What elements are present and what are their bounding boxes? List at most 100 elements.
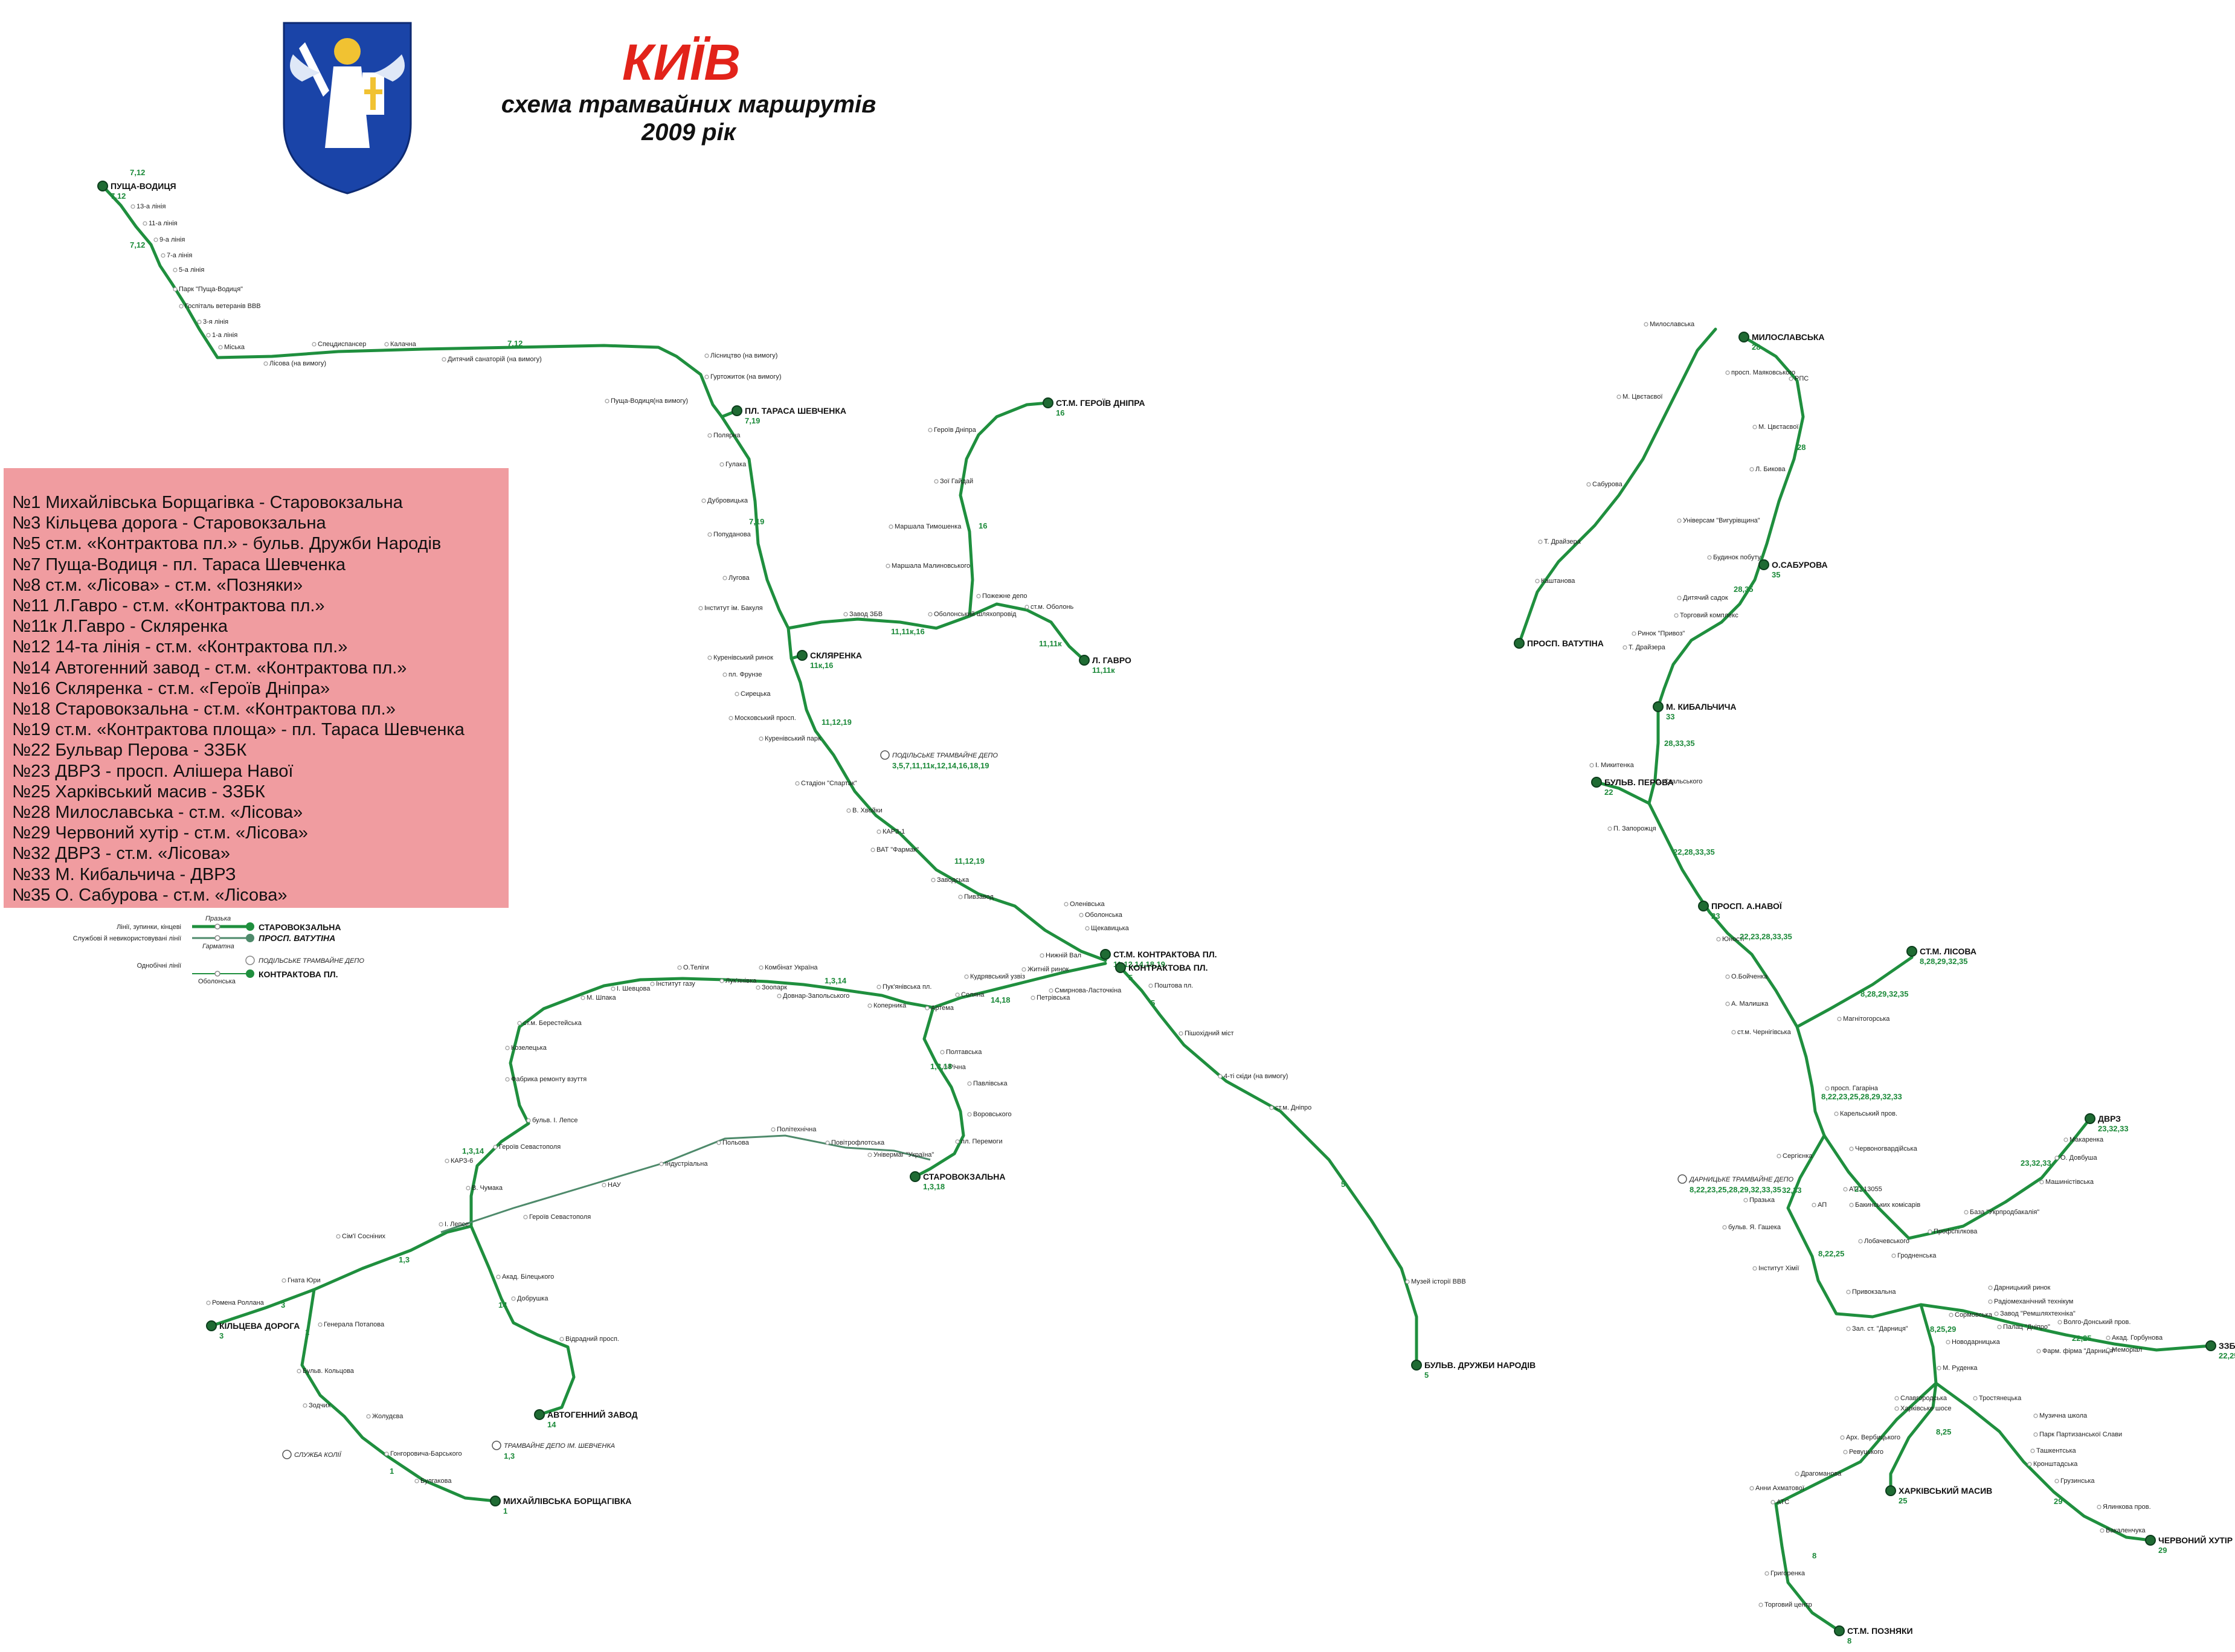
stop-marker — [940, 1050, 945, 1055]
stop-marker — [1789, 376, 1793, 381]
stop-marker — [1946, 1340, 1950, 1345]
stop-marker — [867, 1152, 872, 1157]
terminus-routes: 11,12,14,18,19 — [1113, 960, 1165, 969]
stop-label: Григоренка — [1770, 1570, 1806, 1577]
stop-marker — [1677, 596, 1682, 600]
stop-marker — [1752, 1266, 1757, 1271]
line-lisova — [1795, 956, 1914, 1029]
stop-label: НАУ — [608, 1181, 622, 1189]
stop-label: АП — [1818, 1201, 1827, 1209]
stop-marker — [943, 1065, 948, 1070]
route-item: №16 Скляренка - ст.м. «Героїв Дніпра» — [12, 678, 330, 698]
stop-label: Завод ЗБВ — [849, 611, 883, 618]
stop-marker — [1218, 1074, 1223, 1079]
stop-marker — [1834, 1111, 1839, 1116]
stop-marker — [559, 1337, 564, 1342]
route-item: №3 Кільцева дорога - Старовокзальна — [12, 513, 326, 533]
route-number-label: 28,35 — [1734, 585, 1754, 594]
stop-label: ВАТ "Фармак" — [876, 846, 919, 853]
terminus-label: СТ.М. ГЕРОЇВ ДНІПРА — [1056, 398, 1145, 408]
stop-marker — [719, 462, 724, 467]
stop-label: бульв. Я. Гашека — [1728, 1224, 1781, 1231]
terminus-label: СТАРОВОКЗАЛЬНА — [923, 1172, 1005, 1181]
legend: Лінії, зупинки, кінцеві Празька СТАРОВОК… — [73, 915, 365, 985]
stop-label: Дитячий садок — [1683, 594, 1728, 602]
stop-marker — [958, 895, 963, 899]
stop-label: Дарницький ринок — [1994, 1284, 2051, 1291]
stop-marker — [964, 974, 969, 979]
route-number-label: 28 — [1797, 443, 1806, 452]
stop-marker — [466, 1186, 471, 1191]
stop-label: Лісова (на вимогу) — [269, 360, 326, 367]
stop-marker — [2063, 1137, 2068, 1142]
stop-marker — [1644, 322, 1648, 327]
terminus-routes: 5 — [1424, 1371, 1429, 1380]
stop-label: Пішохідний міст — [1185, 1030, 1234, 1037]
line-dvrz — [1822, 1117, 2092, 1240]
line-perova — [1595, 780, 1651, 805]
stop-marker — [1752, 425, 1757, 429]
terminus-routes: 1 — [503, 1506, 507, 1515]
stop-marker — [173, 268, 178, 272]
tram-lines — [101, 184, 2213, 1633]
stop-label: Артема — [931, 1004, 954, 1012]
terminus-marker — [910, 1171, 921, 1182]
terminus-marker — [1115, 962, 1126, 973]
stop-marker — [704, 374, 709, 379]
stop-label: Міська — [224, 344, 245, 351]
stop-marker — [1949, 1313, 1954, 1317]
route-number-label: 7,12 — [130, 240, 145, 249]
stop-label: І. Шевцова — [617, 985, 651, 992]
stop-marker — [1269, 1105, 1274, 1110]
route-number-label: 22,23,28,33,35 — [1740, 932, 1792, 941]
stop-marker — [876, 829, 881, 834]
depot-marker — [880, 750, 890, 760]
stop-marker — [722, 576, 727, 580]
terminus-routes: 29 — [2158, 1546, 2167, 1555]
stop-marker — [707, 532, 712, 537]
stop-marker — [771, 1127, 776, 1132]
route-item: №14 Автогенний завод - ст.м. «Контрактов… — [12, 658, 407, 678]
terminus-marker — [1079, 655, 1090, 666]
terminus-routes: 23,32,33 — [2098, 1124, 2129, 1133]
stop-label: ст.м. Берестейська — [523, 1020, 582, 1027]
stop-marker — [336, 1234, 341, 1239]
stop-label: Меморіал — [2112, 1346, 2142, 1354]
stop-marker — [1024, 605, 1029, 609]
line-west — [210, 992, 585, 1328]
stop-marker — [1722, 1225, 1727, 1230]
stop-label: Нижній Вал — [1046, 952, 1081, 959]
route-number-label: 1,3,14 — [825, 976, 847, 985]
stop-marker — [2054, 1155, 2059, 1160]
stop-marker — [795, 781, 800, 786]
terminus-routes: 22,25 — [2219, 1351, 2235, 1360]
terminus-marker — [732, 405, 742, 416]
map-title: КИЇВ — [622, 34, 741, 91]
stop-label: Арх. Вербицького — [1846, 1434, 1900, 1441]
stop-marker — [928, 428, 933, 432]
stop-marker — [1040, 953, 1044, 958]
stop-marker — [955, 992, 960, 997]
stop-label: Радіомеханічний технікум — [1994, 1298, 2073, 1305]
stop-label: Спецдиспансер — [318, 341, 366, 348]
stop-marker — [1988, 1299, 1993, 1304]
stop-marker — [728, 716, 733, 721]
stop-label: Козелецька — [511, 1044, 547, 1052]
route-number-label: 8,25 — [1936, 1427, 1951, 1436]
stop-label: Універсам "Вигурівщина" — [1683, 517, 1760, 524]
stop-label: бульв. І. Лепсе — [532, 1117, 578, 1124]
stop-marker — [1622, 645, 1627, 650]
stop-label: 7-а лінія — [167, 252, 192, 259]
stop-label: О.Бойченка — [1731, 973, 1768, 980]
stop-label: Пожежне депо — [982, 593, 1027, 600]
route-item: №11 Л.Гавро - ст.м. «Контрактова пл.» — [12, 596, 325, 616]
stop-marker — [1928, 1229, 1932, 1234]
stop-label: Пивзавод — [964, 893, 994, 901]
stop-label: просп. Гагаріна — [1831, 1085, 1879, 1092]
stop-label: Смирнова-Ласточкіна — [1055, 987, 1122, 994]
stop-label: Пуща-Водиця(на вимогу) — [611, 397, 688, 405]
stop-label: Юності — [1722, 936, 1744, 943]
stop-label: М. Шпака — [587, 994, 616, 1001]
route-item: №35 О. Сабурова - ст.м. «Лісова» — [12, 885, 288, 905]
stop-label: АТС — [1777, 1499, 1789, 1506]
